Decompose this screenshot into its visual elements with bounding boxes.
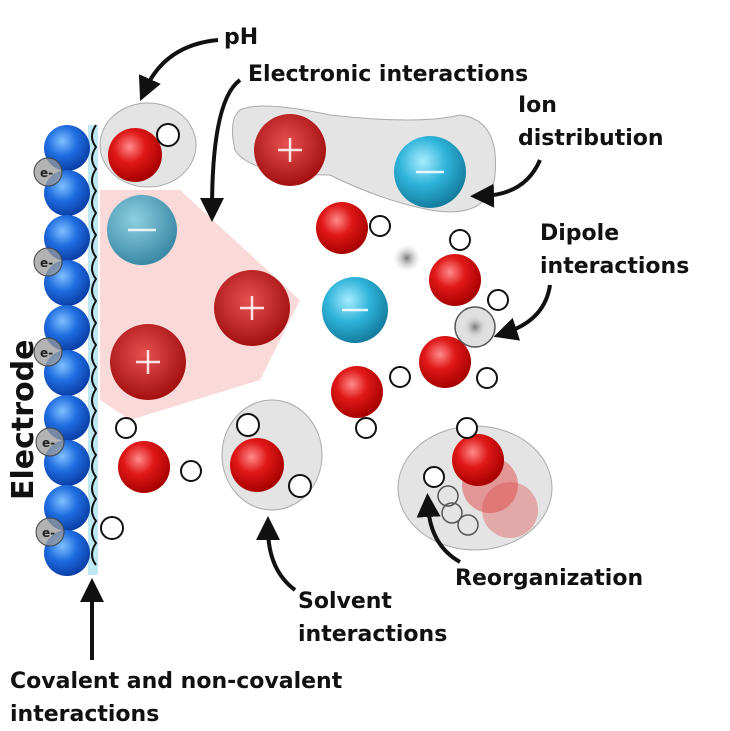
- label-electronic-interactions: Electronic interactions: [248, 62, 528, 87]
- electrode: e- e- e- e- e-: [33, 124, 98, 576]
- electrode-label: Electrode: [6, 340, 41, 500]
- reorganization-molecules: [423, 417, 538, 538]
- svg-text:e-: e-: [40, 256, 53, 270]
- neutral-molecule: [393, 244, 421, 272]
- electrons: e- e- e- e- e-: [33, 157, 65, 547]
- label-reorganization: Reorganization: [455, 566, 643, 591]
- anion-near-electrode: [107, 195, 177, 265]
- water-molecules: [100, 123, 509, 540]
- anion-free: [322, 277, 388, 343]
- svg-text:e-: e-: [42, 526, 55, 540]
- svg-text:e-: e-: [42, 436, 55, 450]
- label-dipole-2: interactions: [540, 254, 689, 279]
- anion-pair: [394, 136, 466, 208]
- cation-field: [214, 270, 290, 346]
- label-solvent-1: Solvent: [298, 589, 392, 614]
- cation-pair: [254, 114, 326, 186]
- label-solvent-2: interactions: [298, 622, 447, 647]
- label-covalent-1: Covalent and non-covalent: [10, 669, 343, 694]
- label-dipole-1: Dipole: [540, 221, 619, 246]
- svg-text:e-: e-: [40, 166, 53, 180]
- dipole-center: [463, 315, 487, 339]
- label-ion-distribution-1: Ion: [518, 93, 557, 118]
- label-ion-distribution-2: distribution: [518, 126, 664, 151]
- cation-near-electrode: [110, 324, 186, 400]
- label-covalent-2: interactions: [10, 702, 159, 727]
- svg-text:e-: e-: [40, 346, 53, 360]
- arrows: [80, 38, 552, 660]
- label-ph: pH: [224, 25, 258, 50]
- electrode-surface: [91, 124, 98, 566]
